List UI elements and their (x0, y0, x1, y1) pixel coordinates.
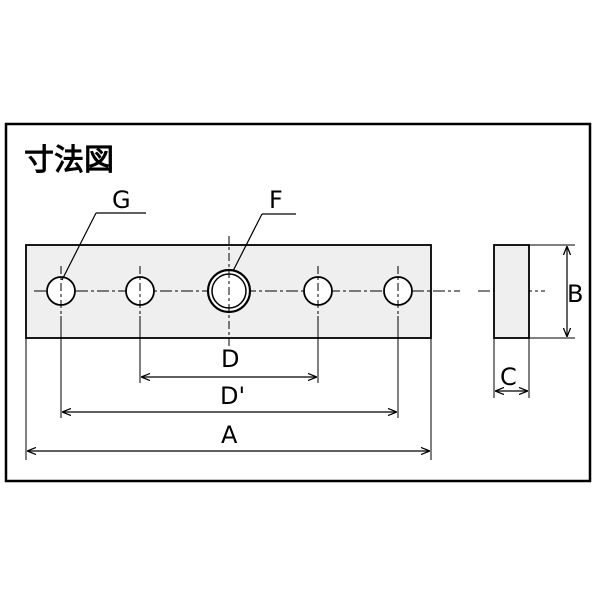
label-b: B (567, 280, 583, 308)
bar-plate-side (493, 244, 530, 339)
label-d: D (221, 345, 239, 373)
hole-1 (46, 266, 76, 316)
center-tapped-hole (206, 236, 252, 346)
leader-g (61, 212, 146, 281)
hole-5 (383, 266, 413, 316)
label-f: F (269, 186, 283, 214)
drawing-title: 寸法図 (24, 143, 114, 178)
leader-f (232, 213, 296, 272)
drawing-frame (4, 122, 592, 483)
label-g: G (112, 186, 131, 214)
label-d-prime: D' (220, 382, 245, 410)
label-c: C (500, 363, 517, 391)
hole-2 (125, 266, 155, 316)
label-a: A (221, 421, 238, 449)
hole-4 (303, 266, 333, 316)
